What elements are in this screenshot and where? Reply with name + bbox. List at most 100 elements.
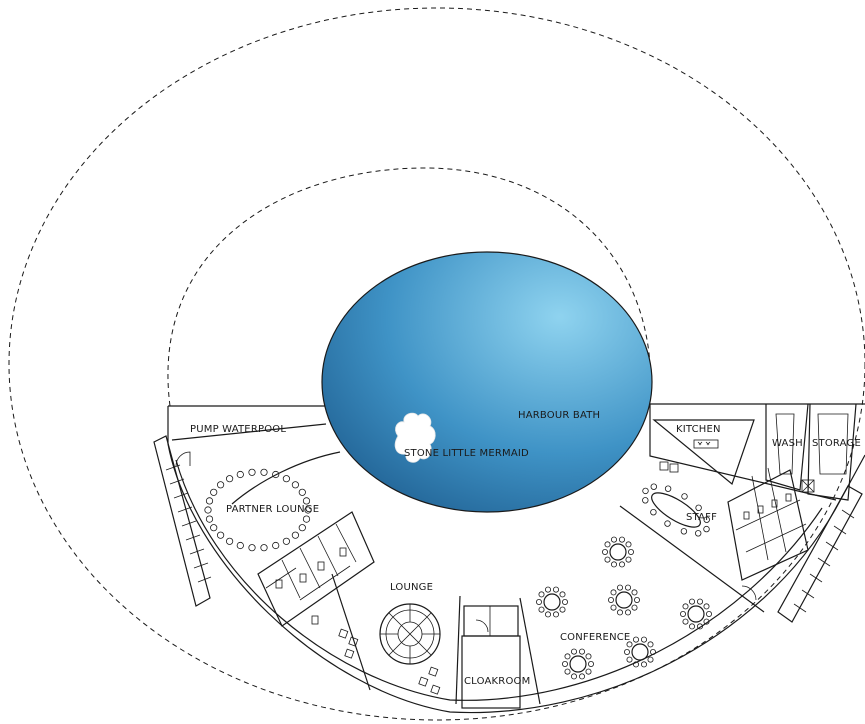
lounge-seat (248, 544, 256, 552)
lounge-seat (291, 531, 299, 539)
lounge-left-wall (331, 573, 371, 691)
label-kitchen: KITCHEN (676, 424, 721, 435)
conference-seat (647, 656, 654, 663)
conference-seat (610, 589, 617, 596)
staff-area (642, 467, 809, 601)
conference-seat (559, 606, 566, 613)
conference-seat (579, 673, 586, 680)
lounge-seat (298, 524, 306, 532)
conference-seat (631, 589, 638, 596)
lounge-seat (302, 515, 311, 523)
partner-lounge-seating (204, 468, 312, 552)
conference-seat (625, 609, 632, 616)
lounge-seat (298, 488, 306, 496)
lounge-seat (291, 481, 299, 489)
staff-seat (642, 487, 649, 495)
conference-seat (545, 586, 552, 593)
stone-little-mermaid-shape (394, 412, 436, 463)
conference-seat (604, 541, 611, 548)
lounge-seat (272, 541, 280, 550)
staff-seat (664, 520, 671, 527)
conference-seat (562, 599, 569, 606)
conference-table (609, 543, 627, 561)
conference-seat (682, 618, 689, 625)
lounge-seat (236, 470, 244, 479)
outer-dashed-boundary (8, 7, 865, 721)
building-outer-wall-inner (175, 459, 823, 701)
label-cloakroom: CLOAKROOM (464, 676, 530, 687)
conference-seat (631, 604, 638, 611)
staff-seat (703, 516, 710, 523)
label-partner-lounge: PARTNER LOUNGE (226, 504, 319, 515)
conference-seat (553, 611, 560, 618)
conference-seat (579, 648, 586, 655)
conference-seat (602, 549, 609, 556)
left-toilet-block (257, 511, 375, 627)
lounge-seat (248, 468, 256, 476)
staff-seat (703, 525, 710, 533)
lounge-seat (226, 537, 234, 545)
cloakroom-right-wall (519, 597, 541, 705)
staff-seat (695, 530, 702, 537)
label-staff: STAFF (686, 512, 717, 523)
label-storage: STORAGE (812, 438, 861, 449)
building-outer-wall (167, 406, 865, 714)
label-pump-waterpool: PUMP WATERPOOL (190, 424, 286, 435)
lounge-seat (260, 468, 268, 476)
lounge-seat (302, 497, 311, 505)
conference-seat (562, 661, 569, 668)
conference-seat (697, 623, 704, 630)
conference-seat (641, 636, 648, 643)
conference-seat (610, 604, 617, 611)
lounge-seat (210, 488, 218, 496)
lounge-furniture (338, 628, 441, 695)
lounge-seat (226, 475, 234, 483)
conference-seat (626, 641, 633, 648)
conference-seat (608, 597, 615, 604)
pump-waterpool-room (171, 423, 327, 467)
conference-seat (682, 603, 689, 610)
lounge-seat (217, 531, 225, 539)
cloakroom-room (461, 605, 521, 709)
label-stone-little-mermaid: STONE LITTLE MERMAID (404, 448, 529, 459)
left-ramp (153, 435, 212, 607)
conference-seat (604, 556, 611, 563)
staff-seat (650, 483, 657, 490)
lounge-seat (236, 541, 244, 550)
staff-seat (695, 504, 702, 511)
conference-seat (536, 599, 543, 606)
harbour-bath-water (321, 251, 653, 513)
inner-dashed-boundary (167, 167, 652, 407)
lounge-seat (260, 544, 268, 552)
label-harbour-bath: HARBOUR BATH (518, 410, 600, 421)
lounge-seat (205, 515, 214, 523)
conference-seat (680, 611, 687, 618)
conference-seat (617, 609, 624, 616)
lounge-seat (204, 506, 212, 514)
conference-seat (564, 668, 571, 675)
conference-seat (617, 584, 624, 591)
conference-seat (650, 649, 657, 656)
conference-seat (626, 656, 633, 663)
lounge-seat (205, 497, 214, 505)
staff-seat (650, 509, 657, 516)
conference-seat (588, 661, 595, 668)
conference-seat (703, 618, 710, 625)
conference-seat (625, 541, 632, 548)
conference-table (543, 593, 561, 611)
conference-seat (538, 591, 545, 598)
conference-seat (585, 653, 592, 660)
conference-seat (689, 598, 696, 605)
staff-seat (642, 497, 649, 504)
conference-table (569, 655, 587, 673)
lounge-seat (210, 524, 218, 532)
staff-seat (680, 528, 688, 535)
conference-right-wall (619, 505, 765, 613)
conference-seat (647, 641, 654, 648)
conference-seat (706, 611, 713, 618)
lounge-seat (282, 475, 290, 483)
lounge-seat (272, 470, 280, 479)
conference-seat (624, 649, 631, 656)
conference-seat (689, 623, 696, 630)
